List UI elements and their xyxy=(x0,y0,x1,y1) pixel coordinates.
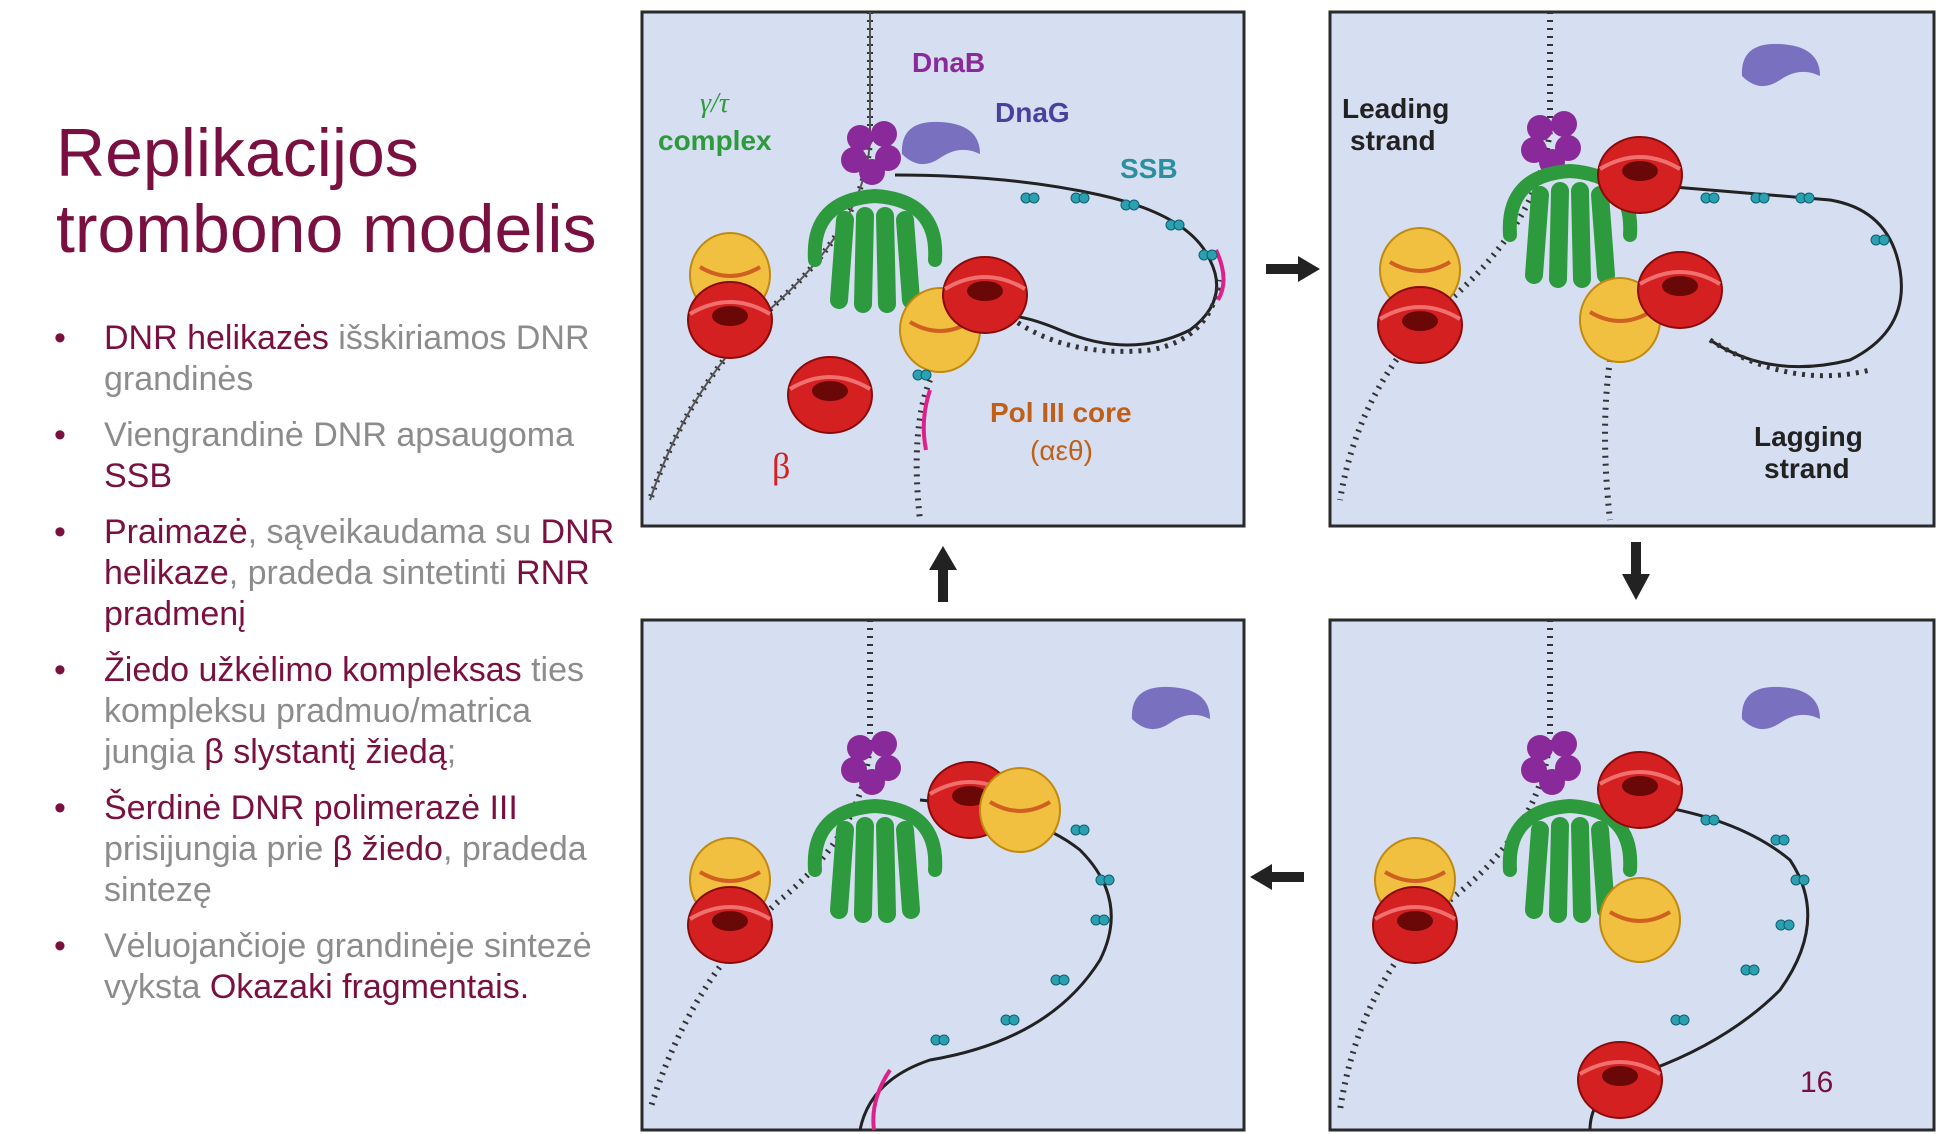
pol-core-label: Pol III core xyxy=(990,397,1132,428)
panel-1: DnaB DnaG γ/τ complex SSB β Pol III core… xyxy=(640,10,1246,528)
highlighted-term: RNR pradmenį xyxy=(104,554,590,633)
ssb-label: SSB xyxy=(1120,153,1178,184)
arrow-down xyxy=(1622,542,1650,600)
highlighted-term: DNR helikaze xyxy=(104,513,615,592)
gamma-tau-label: γ/τ xyxy=(700,88,730,119)
highlighted-term: Šerdinė DNR polimerazė III xyxy=(104,789,518,827)
bullet-item: Praimazė, sąveikaudama su DNR helikaze, … xyxy=(48,512,618,635)
highlighted-term: SSB xyxy=(104,457,173,495)
slide-title: Replikacijos trombono modelis xyxy=(56,115,616,267)
bullet-list: DNR helikazės išskiriamos DNR grandinėsV… xyxy=(48,318,618,1023)
bullet-item: DNR helikazės išskiriamos DNR grandinės xyxy=(48,318,618,400)
bullet-text: išskiriamos DNR grandinės xyxy=(104,319,590,398)
bullet-text: Viengrandinė DNR apsaugoma xyxy=(104,416,575,454)
highlighted-term: β slystantį žiedą xyxy=(204,733,447,771)
leading-label-2: strand xyxy=(1350,125,1436,156)
arrow-left xyxy=(1250,864,1304,890)
bullet-text: ties kompleksu pradmuo/matrica jungia xyxy=(104,651,584,771)
bullet-item: Žiedo užkėlimo kompleksas ties kompleksu… xyxy=(48,650,618,773)
dnab-label: DnaB xyxy=(912,47,985,78)
page-number: 16 xyxy=(1800,1066,1834,1099)
bullet-item: Vėluojančioje grandinėje sintezė vyksta … xyxy=(48,926,618,1008)
beta-label: β xyxy=(772,446,790,486)
replication-diagram: DnaB DnaG γ/τ complex SSB β Pol III core… xyxy=(640,10,1936,1132)
bullet-text: prisijungia prie xyxy=(104,830,333,868)
highlighted-term: Praimazė xyxy=(104,513,248,551)
bullet-text: , pradeda sintezę xyxy=(104,830,587,909)
bullet-text: , sąveikaudama su xyxy=(247,513,541,551)
bullet-item: Šerdinė DNR polimerazė III prisijungia p… xyxy=(48,788,618,911)
title-line-1: Replikacijos xyxy=(56,115,419,191)
bullet-text: ; xyxy=(446,733,457,771)
highlighted-term: β žiedo xyxy=(332,830,443,868)
highlighted-term: Okazaki fragmentais. xyxy=(209,968,530,1006)
pol-subunits-label: (αεθ) xyxy=(1030,435,1093,466)
lagging-label-2: strand xyxy=(1764,453,1850,484)
panel-4 xyxy=(1328,618,1936,1132)
title-line-2: trombono modelis xyxy=(56,191,597,267)
panel-3 xyxy=(640,618,1246,1132)
highlighted-term: Žiedo užkėlimo kompleksas xyxy=(104,651,522,689)
bullet-text: , pradeda sintetinti xyxy=(228,554,517,592)
lagging-label-1: Lagging xyxy=(1754,421,1863,452)
panel-2: Leading strand Lagging strand xyxy=(1328,10,1936,528)
complex-label: complex xyxy=(658,125,772,156)
leading-label-1: Leading xyxy=(1342,93,1449,124)
arrow-right xyxy=(1266,256,1320,282)
arrow-up xyxy=(929,546,957,602)
highlighted-term: DNR helikazės xyxy=(104,319,329,357)
dnag-label: DnaG xyxy=(995,97,1070,128)
bullet-text: Vėluojančioje grandinėje sintezė vyksta xyxy=(104,927,592,1006)
bullet-item: Viengrandinė DNR apsaugoma SSB xyxy=(48,415,618,497)
